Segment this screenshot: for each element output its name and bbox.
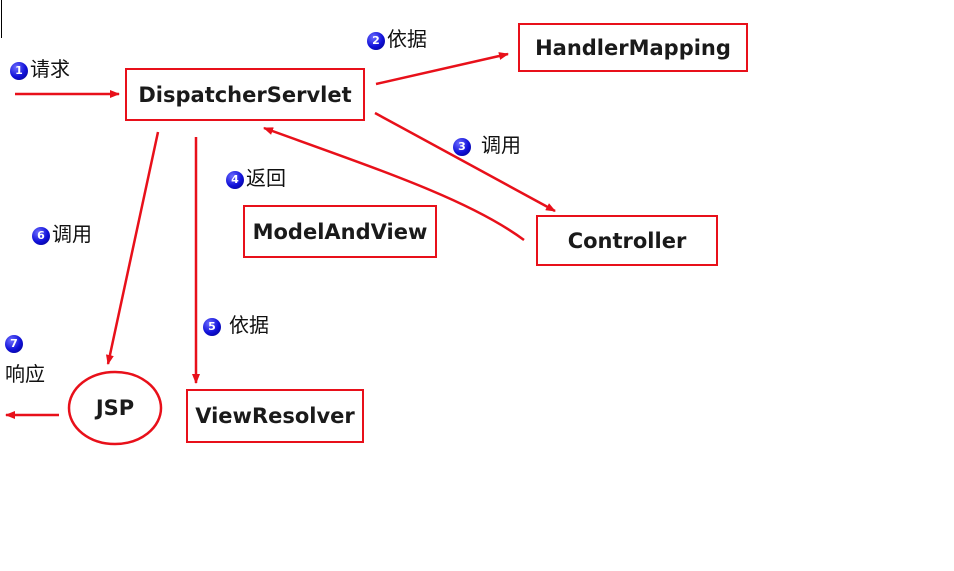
model-and-view-node: ModelAndView — [243, 205, 437, 258]
controller-node: Controller — [536, 215, 718, 266]
step-2-badge: 2 — [367, 31, 385, 50]
arrow-to-controller — [374, 111, 556, 213]
step-7-text: 响应 — [5, 362, 45, 386]
step-1-text: 请求 — [30, 57, 70, 81]
arrow-to-jsp — [105, 131, 160, 365]
arrow-return-model-and-view — [263, 126, 525, 242]
step-5-text: 依据 — [229, 313, 269, 337]
step-7-label: 7 响应 — [5, 330, 45, 387]
step-5-label: 5 依据 — [203, 309, 269, 338]
step-6-badge: 6 — [32, 226, 50, 245]
text-cursor — [1, 0, 2, 38]
step-6-text: 调用 — [52, 222, 92, 246]
step-3-badge: 3 — [453, 137, 471, 156]
step-4-text: 返回 — [246, 166, 286, 190]
arrow-to-handler-mapping — [375, 52, 509, 86]
dispatcher-servlet-node: DispatcherServlet — [125, 68, 365, 121]
step-3-label: 3 调用 — [453, 129, 521, 158]
step-3-text: 调用 — [481, 133, 521, 157]
jsp-ellipse — [67, 370, 163, 446]
view-resolver-node: ViewResolver — [186, 389, 364, 443]
step-5-badge: 5 — [203, 317, 221, 336]
step-7-badge: 7 — [5, 334, 23, 353]
step-1-badge: 1 — [10, 61, 28, 80]
jsp-node: JSP — [95, 396, 135, 420]
handler-mapping-node: HandlerMapping — [518, 23, 748, 72]
step-4-badge: 4 — [226, 170, 244, 189]
step-2-text: 依据 — [387, 27, 427, 51]
